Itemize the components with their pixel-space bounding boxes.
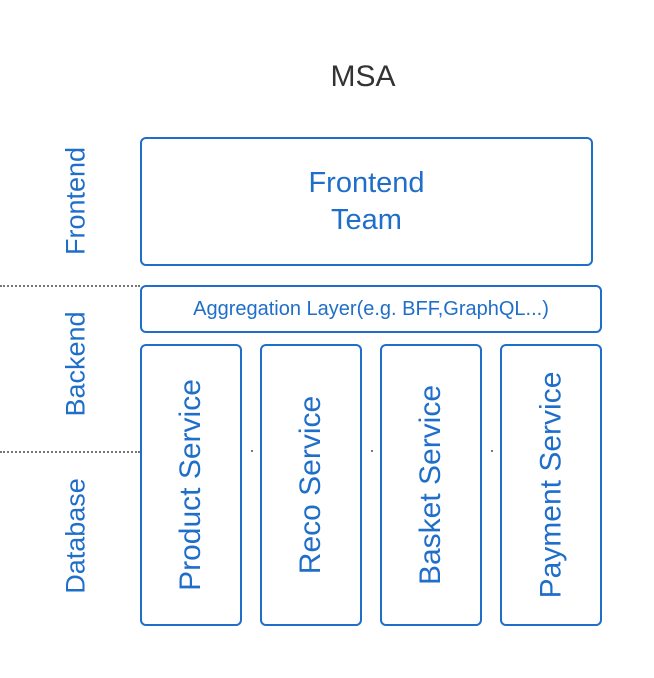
payment-service-label: Payment Service [534, 371, 568, 599]
reco-service-label: Reco Service [294, 395, 327, 575]
diagram-title: MSA [330, 60, 396, 93]
service-separator-dot [491, 450, 493, 452]
service-separator-dot [371, 450, 373, 452]
basket-service-box: Basket Service [380, 344, 482, 626]
frontend-backend-divider [0, 285, 140, 287]
aggregation-layer-label: Aggregation Layer(e.g. BFF,GraphQL...) [193, 297, 549, 320]
product-service-label: Product Service [174, 379, 208, 591]
frontend-box-line2: Team [331, 203, 402, 236]
payment-service-box: Payment Service [500, 344, 602, 626]
product-service-box: Product Service [140, 344, 242, 626]
reco-service-box: Reco Service [260, 344, 362, 626]
service-separator-dot [251, 450, 253, 452]
frontend-box-line1: Frontend [308, 166, 425, 199]
aggregation-layer-box: Aggregation Layer(e.g. BFF,GraphQL...) [140, 285, 602, 333]
backend-database-divider [0, 451, 140, 453]
frontend-team-box: Frontend Team [140, 137, 593, 266]
basket-service-label: Basket Service [414, 384, 447, 586]
